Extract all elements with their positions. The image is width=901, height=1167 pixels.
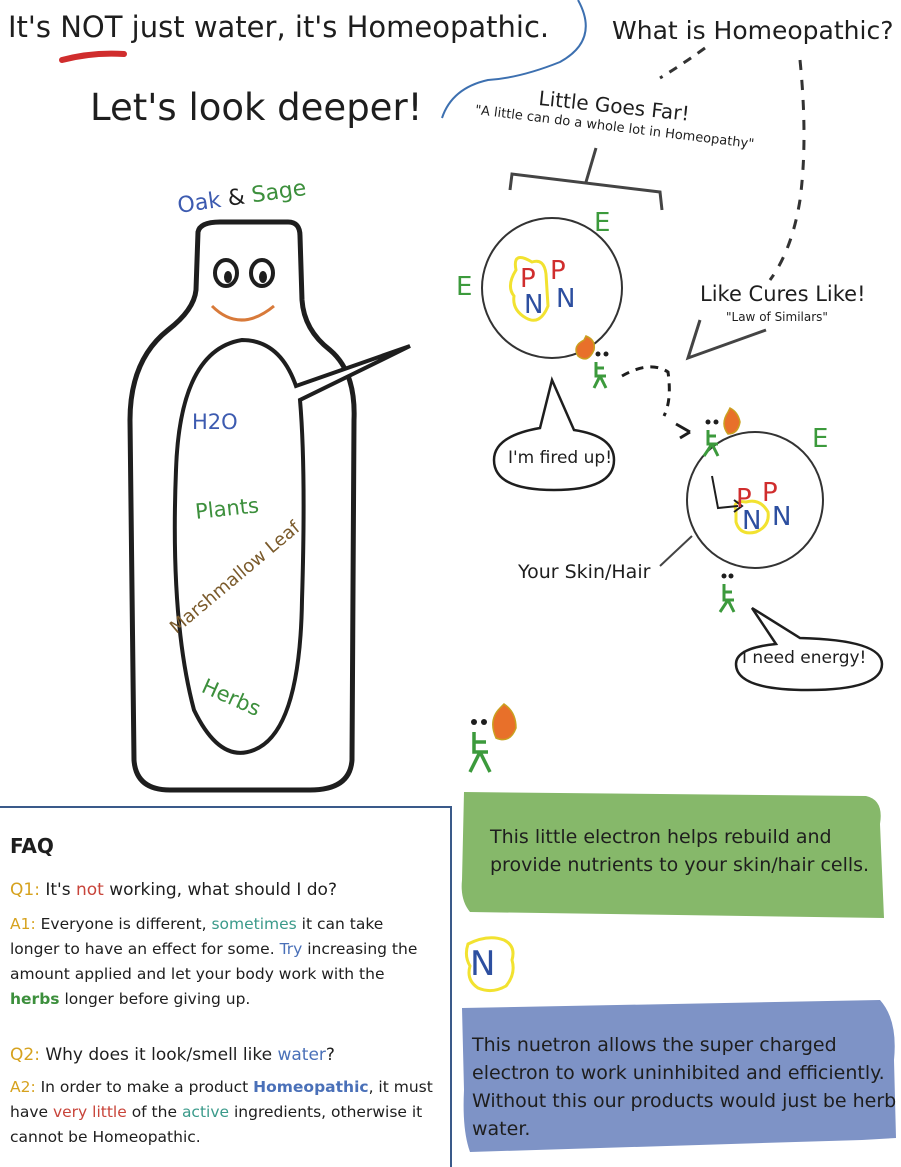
ingredient-h2o: H2O <box>192 410 238 434</box>
ingredient-oval <box>172 337 411 755</box>
atom-bottom-neutron-1: N <box>742 506 762 536</box>
skin-hair-label: Your Skin/Hair <box>518 561 651 583</box>
atom-top <box>481 217 623 359</box>
speech-bubble-fired <box>492 376 616 492</box>
bracket <box>508 147 664 211</box>
brand-ampersand: & <box>226 184 247 212</box>
like-cures-like-heading: Like Cures Like! <box>700 282 866 306</box>
neutron-callout-text: This nuetron allows the super charged el… <box>472 1034 897 1140</box>
bottle-smile <box>210 304 275 322</box>
nucleus-glow-top <box>509 256 550 322</box>
electron-character-3 <box>718 573 736 613</box>
faq-answer-1: A1: Everyone is different, sometimes it … <box>10 915 418 1008</box>
atom-bottom-proton-2: P <box>762 478 778 508</box>
atom-bottom-neutron-2: N <box>772 502 792 532</box>
page-subtitle: Let's look deeper! <box>90 86 423 129</box>
faq-title: FAQ <box>10 834 54 858</box>
atom-top-proton-2: P <box>550 256 566 286</box>
page-title: It's NOT just water, it's Homeopathic. <box>8 10 550 44</box>
header-divider-curve <box>441 0 587 119</box>
atom-top-proton-1: P <box>520 264 536 294</box>
neutron-icon-glow <box>464 936 515 993</box>
neutron-icon: N <box>470 944 496 984</box>
title-not-emphasis: NOT <box>60 10 123 44</box>
green-callout-box <box>461 792 884 918</box>
faq-answer-2: A2: In order to make a product Homeopath… <box>10 1078 433 1146</box>
electron-character-2 <box>702 406 741 457</box>
skin-pointer-line <box>659 535 693 567</box>
atom-top-electron-label-2: E <box>456 272 473 302</box>
faq-panel <box>0 806 452 1167</box>
faq-question-1: Q1: It's not working, what should I do? <box>10 880 337 900</box>
blue-callout-box <box>462 1000 896 1152</box>
faq-question-2: Q2: Why does it look/smell like water? <box>10 1045 335 1065</box>
atom-top-electron-label-1: E <box>594 208 611 238</box>
electron-jump-path <box>621 365 671 417</box>
electron-character-1 <box>575 335 609 389</box>
like-cures-arrow <box>685 319 767 361</box>
electron-character-4 <box>468 703 517 773</box>
dashed-connector-left <box>659 46 706 80</box>
bottle-eye-left <box>213 258 239 288</box>
bottle-eye-right <box>249 258 275 288</box>
speech-bubble-energy <box>734 606 884 692</box>
atom-top-neutron-2: N <box>556 284 576 314</box>
atom-top-neutron-1: N <box>524 290 544 320</box>
inner-arrow <box>711 475 739 510</box>
not-underline <box>59 50 127 63</box>
nucleus-glow-bottom <box>733 499 770 535</box>
atom-bottom-electron-label: E <box>812 424 829 454</box>
dashed-connector-right <box>768 59 806 281</box>
what-is-question: What is Homeopathic? <box>612 16 894 45</box>
atom-bottom-proton-1: P <box>736 484 752 514</box>
speech-energy-text: I need energy! <box>742 648 867 668</box>
electron-callout-text: This little electron helps rebuild and p… <box>490 826 870 876</box>
electron-jump-arrow <box>675 422 691 440</box>
speech-fired-text: I'm fired up! <box>508 448 613 468</box>
like-cures-like-quote: "Law of Similars" <box>726 310 828 324</box>
